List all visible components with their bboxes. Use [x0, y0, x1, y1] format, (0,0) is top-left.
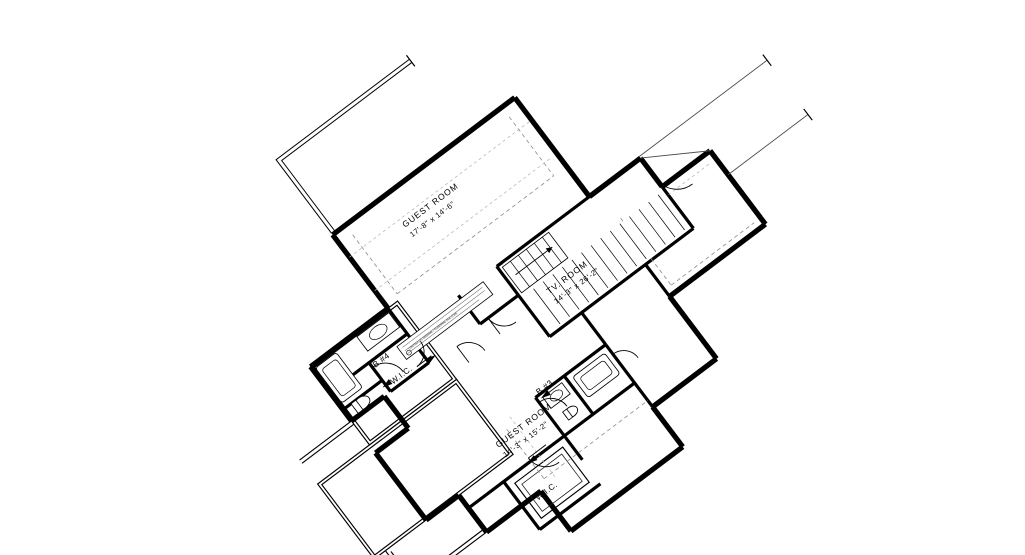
bath-3-fixtures — [542, 353, 620, 421]
stair-direction-label: DN — [496, 261, 504, 269]
roof-edges-lower-left — [299, 420, 487, 555]
dashed-ceiling-lines — [349, 116, 755, 480]
roof-extension-upper — [275, 54, 416, 235]
dimension-lines — [639, 54, 813, 176]
railing-note-block — [396, 281, 494, 360]
exterior-walls — [308, 95, 768, 535]
flow-arrows — [382, 354, 551, 464]
interior-walls — [328, 185, 695, 531]
bath-4-fixtures — [316, 312, 401, 414]
staircase — [501, 192, 688, 332]
